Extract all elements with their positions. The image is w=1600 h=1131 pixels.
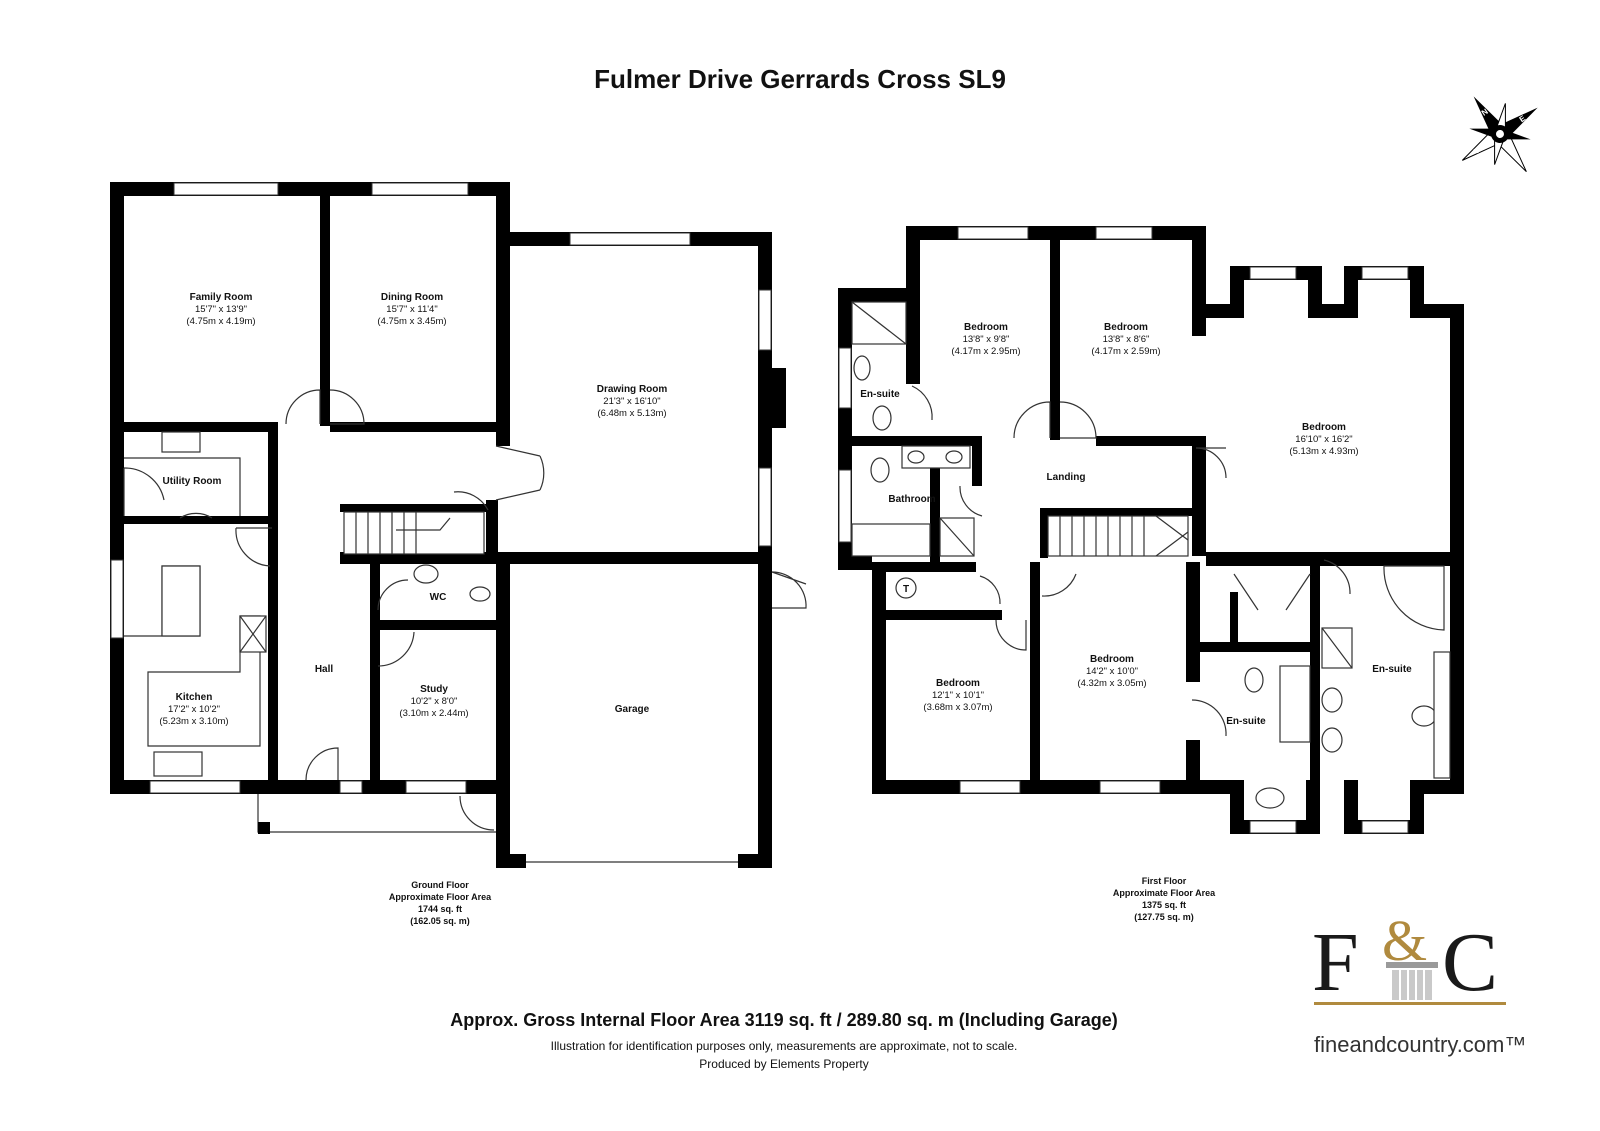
ground-floor-plan	[110, 182, 807, 868]
ground-floor-sqft: 1744 sq. ft	[418, 904, 462, 914]
room-dim-metric: (4.17m x 2.59m)	[1091, 346, 1160, 357]
room-dim-metric: (3.10m x 2.44m)	[399, 708, 468, 719]
room-bedroom-4: Bedroom 12'1" x 10'1" (3.68m x 3.07m)	[923, 678, 992, 713]
room-dim-metric: (4.75m x 3.45m)	[377, 316, 446, 327]
room-name: Dining Room	[381, 292, 443, 303]
room-name: Family Room	[190, 292, 253, 303]
ground-floor-label: Ground Floor	[411, 880, 469, 890]
producer-credit: Produced by Elements Property	[699, 1057, 868, 1071]
room-bathroom: Bathroom	[888, 494, 935, 505]
room-utility-room: Utility Room	[163, 476, 222, 487]
logo-letter-c: C	[1442, 916, 1498, 1009]
room-dim-imperial: 14'2" x 10'0"	[1086, 666, 1138, 677]
room-dim-metric: (5.13m x 4.93m)	[1289, 446, 1358, 457]
room-landing: Landing	[1047, 472, 1086, 483]
room-drawing-room: Drawing Room 21'3" x 16'10" (6.48m x 5.1…	[597, 384, 668, 419]
room-dim-imperial: 13'8" x 9'8"	[963, 334, 1010, 345]
room-dim-imperial: 21'3" x 16'10"	[603, 396, 660, 407]
compass-s: S	[1511, 151, 1521, 162]
room-garage: Garage	[615, 704, 650, 715]
room-dim-imperial: 15'7" x 11'4"	[386, 304, 437, 315]
room-dim-metric: (4.75m x 4.19m)	[186, 316, 255, 327]
ground-floor-area-label: Approximate Floor Area	[389, 892, 492, 902]
room-kitchen: Kitchen 17'2" x 10'2" (5.23m x 3.10m)	[159, 692, 228, 727]
room-bedroom-3: Bedroom 13'8" x 8'6" (4.17m x 2.59m)	[1091, 322, 1160, 357]
room-name: Bedroom	[1090, 654, 1134, 665]
room-hall: Hall	[315, 664, 334, 675]
room-name: Kitchen	[176, 692, 213, 703]
room-dim-imperial: 17'2" x 10'2"	[168, 704, 220, 715]
first-floor-stairs	[1047, 515, 1189, 557]
first-floor-plan	[838, 226, 1464, 834]
room-name: Bedroom	[1104, 322, 1148, 333]
room-ensuite-right: En-suite	[1372, 664, 1412, 675]
column-icon	[1386, 962, 1438, 1000]
room-dim-imperial: 12'1" x 10'1"	[932, 690, 984, 701]
total-floor-area: Approx. Gross Internal Floor Area 3119 s…	[450, 1010, 1118, 1030]
room-dim-metric: (6.48m x 5.13m)	[597, 408, 666, 419]
room-name: Bedroom	[936, 678, 980, 689]
plan-title: Fulmer Drive Gerrards Cross SL9	[594, 64, 1006, 94]
room-ensuite-mid: En-suite	[1226, 716, 1266, 727]
room-family-room: Family Room 15'7" x 13'9" (4.75m x 4.19m…	[186, 292, 255, 327]
room-dim-imperial: 16'10" x 16'2"	[1295, 434, 1352, 445]
compass-n: N	[1480, 107, 1490, 118]
compass-w: W	[1472, 144, 1484, 156]
first-floor-sqft: 1375 sq. ft	[1142, 900, 1186, 910]
logo-url: fineandcountry.com™	[1314, 1032, 1526, 1057]
fine-and-country-logo: F & C fineandcountry.com™	[1312, 908, 1526, 1057]
compass-e: E	[1518, 113, 1528, 124]
room-ensuite-left: En-suite	[860, 389, 900, 400]
disclaimer: Illustration for identification purposes…	[551, 1039, 1018, 1053]
room-name: Bedroom	[964, 322, 1008, 333]
ground-floor-area: Ground Floor Approximate Floor Area 1744…	[389, 880, 492, 926]
room-dining-room: Dining Room 15'7" x 11'4" (4.75m x 3.45m…	[377, 292, 446, 327]
room-study: Study 10'2" x 8'0" (3.10m x 2.44m)	[399, 684, 468, 719]
ground-floor-sqm: (162.05 sq. m)	[410, 916, 470, 926]
first-floor-sqm: (127.75 sq. m)	[1134, 912, 1194, 922]
logo-letter-f: F	[1312, 916, 1359, 1009]
room-dim-imperial: 15'7" x 13'9"	[195, 304, 247, 315]
compass-icon: N E S W	[1461, 96, 1538, 173]
first-floor-area: First Floor Approximate Floor Area 1375 …	[1113, 876, 1216, 922]
room-name: Study	[420, 684, 448, 695]
room-dim-imperial: 13'8" x 8'6"	[1103, 334, 1150, 345]
room-bedroom-2: Bedroom 13'8" x 9'8" (4.17m x 2.95m)	[951, 322, 1020, 357]
first-floor-area-label: Approximate Floor Area	[1113, 888, 1216, 898]
room-bedroom-1: Bedroom 16'10" x 16'2" (5.13m x 4.93m)	[1289, 422, 1358, 457]
ground-stairs	[343, 511, 485, 555]
room-dim-metric: (4.17m x 2.95m)	[951, 346, 1020, 357]
room-dim-metric: (3.68m x 3.07m)	[923, 702, 992, 713]
room-dim-imperial: 10'2" x 8'0"	[411, 696, 458, 707]
room-name: Drawing Room	[597, 384, 668, 395]
room-cupboard: T	[903, 584, 909, 595]
room-dim-metric: (4.32m x 3.05m)	[1077, 678, 1146, 689]
room-wc: WC	[430, 592, 447, 603]
room-name: Bedroom	[1302, 422, 1346, 433]
room-dim-metric: (5.23m x 3.10m)	[159, 716, 228, 727]
first-floor-label: First Floor	[1142, 876, 1187, 886]
room-bedroom-5: Bedroom 14'2" x 10'0" (4.32m x 3.05m)	[1077, 654, 1146, 689]
